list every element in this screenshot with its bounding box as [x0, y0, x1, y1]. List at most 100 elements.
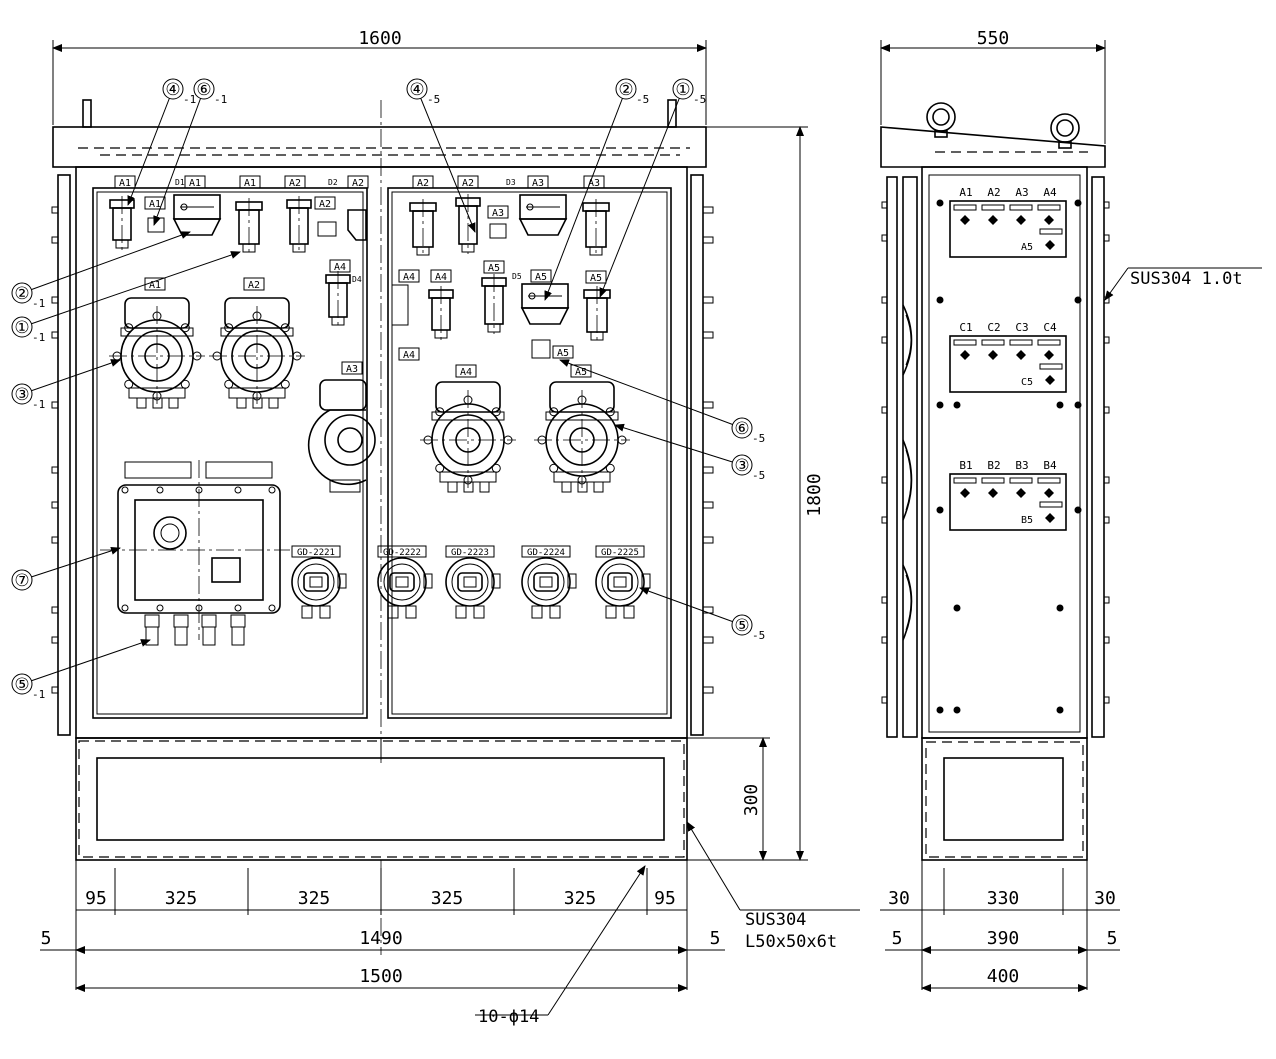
equipment-tag: A1 — [144, 196, 166, 210]
callout-balloon: ③-5 — [614, 423, 765, 482]
callout-suffix: -5 — [752, 469, 765, 482]
terminal-label: C3 — [1015, 321, 1028, 334]
callout-number: ⑦ — [14, 571, 29, 591]
note-angle-size: L50x50x6t — [745, 932, 837, 952]
rail-bolt — [702, 606, 714, 614]
equipment-tag-label: A4 — [403, 350, 415, 361]
equipment-tag: A2 — [412, 175, 434, 189]
gas-detector-label: GD-2221 — [297, 548, 335, 558]
equipment-tag-label: A2 — [462, 178, 474, 189]
side-dimensions — [880, 40, 1262, 992]
equipment-tag-label: A1 — [119, 178, 131, 189]
callout-number: ⑤ — [14, 675, 29, 695]
d-unit — [347, 209, 367, 241]
callout-balloon: ⑥-5 — [559, 359, 765, 445]
equipment-tag-label: A2 — [417, 178, 429, 189]
equipment-tag-label: A1 — [149, 199, 161, 210]
side-roof — [880, 126, 1106, 168]
rail-bolt — [881, 476, 888, 484]
small-device — [582, 199, 610, 257]
rail-bolt — [702, 501, 714, 509]
rail-bolt — [51, 636, 59, 644]
gas-detector: GD-2221 — [291, 545, 347, 619]
equipment-tag-label: A3 — [588, 178, 600, 189]
equipment-tag: A4 — [430, 269, 452, 283]
small-device — [391, 284, 409, 326]
rail-bolt — [702, 401, 714, 409]
d-label: D2 — [328, 178, 338, 187]
callout-suffix: -5 — [427, 93, 440, 106]
equipment-tag-label: A4 — [403, 272, 415, 283]
equipment-tag-label: A5 — [535, 272, 547, 283]
dim-seg-325: 325 — [431, 888, 464, 909]
callout-suffix: -1 — [214, 93, 227, 106]
terminal-label: A4 — [1043, 186, 1057, 199]
callout-suffix: -1 — [32, 398, 45, 411]
callout-balloon: ⑥-1 — [153, 78, 227, 226]
callout-number: ⑥ — [196, 80, 211, 100]
rail-bolt — [702, 296, 714, 304]
rail-bolt — [51, 236, 59, 244]
callout-number: ② — [14, 284, 29, 304]
small-device — [109, 196, 135, 250]
mounting-hole — [936, 296, 944, 304]
callout-balloon: ④-5 — [406, 78, 476, 233]
note-holes: 10-ϕ14 — [478, 1007, 539, 1027]
terminal-extra-label: A5 — [1021, 242, 1033, 253]
side-base — [921, 737, 1088, 861]
equipment-tag-label: A1 — [189, 178, 201, 189]
d-unit — [172, 194, 222, 236]
rail-bolt — [1103, 476, 1110, 484]
callout-balloon: ②-5 — [544, 78, 649, 301]
rail-bolt — [51, 466, 59, 474]
gas-detector: GD-2223 — [445, 545, 501, 619]
small-device — [317, 221, 337, 237]
equipment-tag-label: A5 — [557, 348, 569, 359]
rail-bolt — [702, 466, 714, 474]
dim-side-5-right: 5 — [1107, 928, 1118, 949]
dim-overall-width: 1600 — [358, 28, 401, 49]
equipment-tag-label: A3 — [346, 364, 358, 375]
small-device — [583, 286, 611, 342]
rail-bolt — [1103, 516, 1110, 524]
d-label: D3 — [506, 178, 516, 187]
equipment-tag-label: A1 — [244, 178, 256, 189]
small-device — [455, 194, 481, 254]
callout-balloon: ④-1 — [127, 78, 196, 206]
rail-bolt — [702, 331, 714, 339]
callout-suffix: -5 — [752, 432, 765, 445]
callout-balloon: ③-1 — [11, 359, 121, 411]
rail-bolt — [881, 296, 888, 304]
rail-bolt — [881, 234, 888, 242]
rail-bolt — [51, 606, 59, 614]
dim-seg-95-right: 95 — [654, 888, 676, 909]
explosion-proof-enclosure-partial — [307, 379, 376, 493]
terminal-extra-label: B5 — [1021, 515, 1033, 526]
mounting-hole — [1074, 401, 1082, 409]
callout-number: ③ — [14, 385, 29, 405]
callout-number: ⑤ — [734, 616, 749, 636]
explosion-proof-enclosure — [209, 297, 305, 409]
gas-detector-label: GD-2225 — [601, 548, 639, 558]
mounting-hole — [936, 706, 944, 714]
small-device — [325, 271, 351, 327]
dim-base-height: 300 — [741, 784, 762, 817]
terminal-label: B3 — [1015, 459, 1028, 472]
dim-side-390: 390 — [987, 928, 1020, 949]
dim-side-30-right: 30 — [1094, 888, 1116, 909]
explosion-proof-enclosure — [109, 297, 205, 409]
rail-bolt — [1103, 636, 1110, 644]
rail-bolt — [51, 296, 59, 304]
mounting-hole — [1074, 199, 1082, 207]
small-device — [235, 198, 263, 254]
front-dimensions — [40, 40, 860, 1016]
rail-bolt — [1103, 696, 1110, 704]
dim-seg-325: 325 — [165, 888, 198, 909]
dim-offset-5-left: 5 — [41, 928, 52, 949]
terminal-label: B4 — [1043, 459, 1057, 472]
mounting-hole — [936, 401, 944, 409]
rail-bolt — [1103, 234, 1110, 242]
